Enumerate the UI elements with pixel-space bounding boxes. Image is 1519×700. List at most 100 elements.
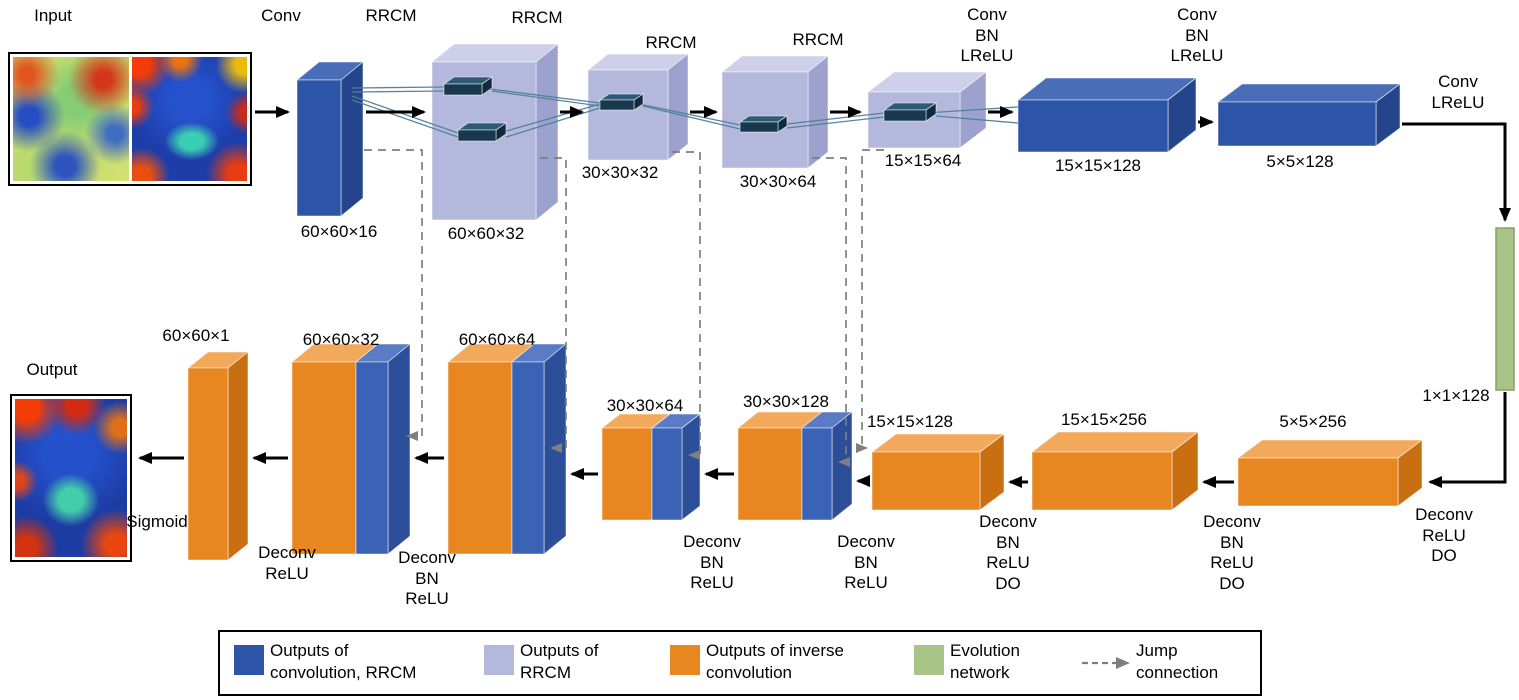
op-label-deconv-bn-relu-1: Deconv BN ReLU [837, 532, 895, 593]
face-front [599, 99, 635, 111]
decoder-deconv1-block [1236, 439, 1424, 507]
face-front [443, 83, 483, 96]
encoder-rrcm2-block [586, 53, 690, 161]
dim-label-dec-5x5x256: 5×5×256 [1279, 412, 1347, 431]
dim-label-enc-60x60x32: 60×60×32 [447, 224, 525, 243]
decoder-deconv4-block [736, 411, 854, 521]
fan-line [777, 112, 885, 126]
jump-connection-5 [856, 149, 884, 453]
face-front [1217, 101, 1377, 147]
rrcm-mini-unit [442, 76, 494, 96]
legend-label-evolution-network: Evolution network [950, 641, 1020, 683]
face-side [807, 55, 829, 169]
op-label-rrcm1: RRCM [365, 6, 417, 25]
fan-line [786, 116, 885, 129]
op-label-deconv-bn-relu-3: Deconv BN ReLU [398, 548, 456, 609]
op-label-deconv-relu-do: Deconv ReLU DO [1415, 505, 1473, 566]
op-label-sigmoid: Sigmoid [126, 512, 188, 531]
input-label: Input [34, 6, 72, 25]
rrcm-mini-unit [882, 102, 938, 122]
dim-label-dec-60x60x32: 60×60×32 [302, 330, 380, 349]
face-top [1216, 83, 1402, 103]
fan-line [935, 115, 1019, 124]
output-image-box [10, 394, 132, 562]
dim-label-dec-30x30x128: 30×30×128 [742, 392, 830, 411]
encoder-conv1-block [295, 61, 365, 217]
fan-line [351, 95, 459, 134]
rrcm-mini-unit [598, 93, 645, 111]
encoder-rrcm3-block [720, 55, 830, 169]
rrcm-internal-units [442, 76, 938, 142]
face-side [667, 53, 689, 161]
face-front-skip [511, 361, 545, 555]
flow-arrow-to-evolution [1402, 122, 1511, 222]
jump-connection-1 [364, 149, 423, 441]
legend-swatch-evolution-network [914, 645, 944, 675]
dim-label-enc-15x15x64: 15×15×64 [884, 151, 962, 170]
jump-connection-4 [812, 157, 850, 467]
face-side-skip [387, 343, 411, 555]
fan-line [481, 87, 601, 104]
face-top [1030, 431, 1200, 453]
face-front [1031, 451, 1173, 511]
rrcm-connection-lines [351, 86, 1019, 138]
legend-label-rrcm: Outputs of RRCM [520, 641, 599, 683]
fan-line [642, 105, 741, 130]
face-top [1016, 77, 1198, 101]
face-top [1236, 439, 1424, 459]
decoder-deconv6-block [446, 343, 568, 555]
jump-arrow-head [1116, 657, 1130, 669]
op-label-rrcm2: RRCM [511, 8, 563, 27]
legend-swatch-convolution [234, 645, 264, 675]
fan-line [351, 86, 445, 89]
op-label-deconv-bn-relu-do-2: Deconv BN ReLU DO [979, 512, 1037, 594]
input-heatmap-left-image [13, 57, 129, 181]
legend-swatch-rrcm [484, 645, 514, 675]
dim-label-bottleneck-1x1x128: 1×1×128 [1422, 386, 1490, 405]
rrcm-mini-unit [738, 115, 789, 133]
op-label-conv-lrelu: Conv LReLU [1431, 72, 1485, 112]
op-label-rrcm3: RRCM [645, 33, 697, 52]
op-label-deconv-bn-relu-do-1: Deconv BN ReLU DO [1203, 512, 1261, 594]
op-label-conv1: Conv [261, 6, 301, 25]
face-side [535, 43, 559, 221]
face-front [587, 69, 669, 161]
face-front [1017, 99, 1169, 153]
flow-arrows [138, 106, 1511, 488]
dim-label-enc-5x5x128: 5×5×128 [1266, 152, 1334, 171]
decoder-deconv7-block [290, 343, 412, 555]
legend-label-convolution: Outputs of convolution, RRCM [270, 641, 417, 683]
legend: Outputs of convolution, RRCM Outputs of … [218, 630, 1262, 696]
decoder-deconv5-block [600, 413, 702, 521]
fan-line [351, 90, 445, 93]
jump-connection-3 [672, 151, 701, 460]
encoder-conv3-block [1216, 83, 1402, 147]
encoder-conv2-block [1016, 77, 1198, 153]
legend-label-jump-connection: Jump connection [1136, 641, 1219, 683]
dim-label-enc-30x30x32: 30×30×32 [581, 163, 659, 182]
face-front [883, 109, 927, 122]
flow-arrow-from-evolution [1428, 392, 1507, 488]
legend-label-inverse-convolution: Outputs of inverse convolution [706, 641, 844, 683]
face-side [227, 351, 249, 561]
face-front-skip [801, 427, 833, 521]
rrcm-mini-unit [456, 122, 508, 142]
face-front [1237, 457, 1399, 507]
face-front-orange [601, 427, 653, 521]
fan-line [491, 90, 601, 107]
jump-connection-2 [540, 157, 567, 453]
face-front-skip [651, 427, 683, 521]
dim-label-enc-15x15x128: 15×15×128 [1054, 156, 1142, 175]
fan-line [633, 102, 741, 126]
face-front [871, 451, 981, 511]
input-image-box [8, 52, 252, 186]
evolution-network-bar [1495, 227, 1515, 391]
op-label-conv-bn-lrelu-2: Conv BN LReLU [1170, 5, 1224, 66]
face-side-skip [831, 411, 853, 521]
decoder-sigmoid-block [186, 351, 250, 561]
op-label-rrcm4: RRCM [792, 30, 844, 49]
decoder-deconv3-block [870, 433, 1006, 511]
output-heatmap-image [15, 399, 127, 557]
